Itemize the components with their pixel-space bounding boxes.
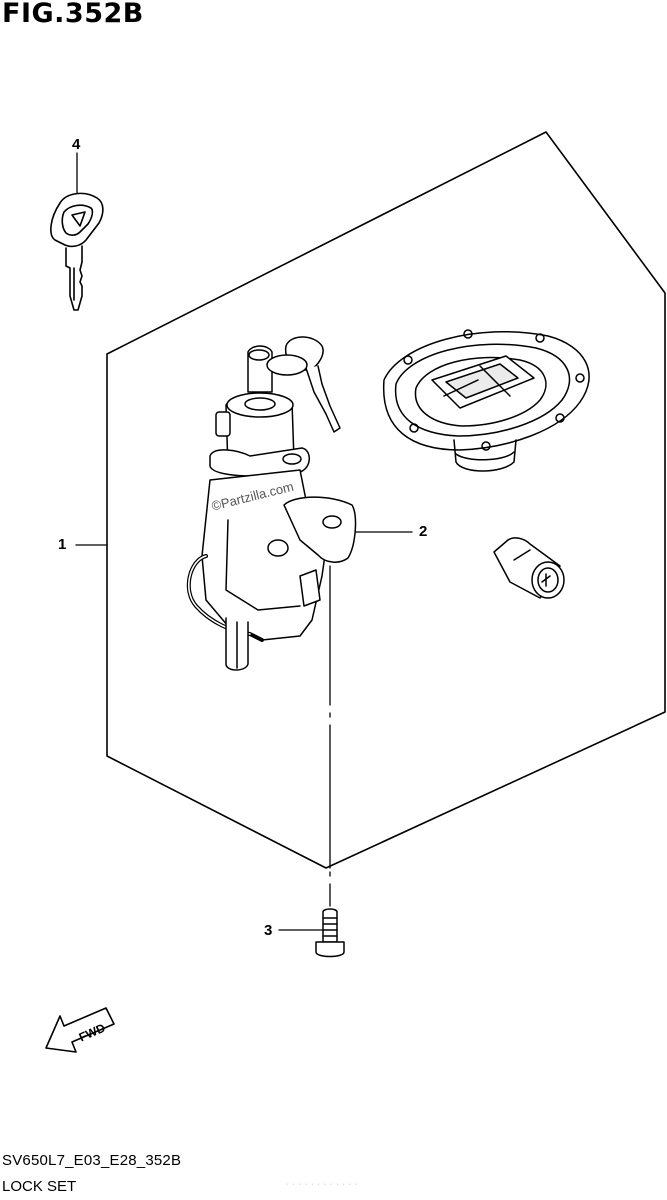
forward-direction-arrow: FWD — [45, 1007, 115, 1053]
callout-4: 4 — [72, 136, 81, 153]
footnote: · · · · · · · · · · · · — [286, 1181, 359, 1188]
fuel-cap-lock — [382, 329, 590, 472]
callout-2: 2 — [419, 523, 428, 540]
ignition-switch-part-2 — [186, 336, 357, 671]
figure-code: SV650L7_E03_E28_352B — [2, 1152, 182, 1169]
key-part-4 — [50, 192, 104, 311]
seat-lock-cylinder — [493, 537, 565, 599]
assembly-outline — [106, 131, 666, 869]
bolt-part-3 — [315, 908, 345, 958]
callout-1: 1 — [58, 536, 67, 553]
figure-name: LOCK SET — [2, 1178, 77, 1195]
figure-title: FIG.352B — [2, 0, 144, 29]
callout-3: 3 — [264, 922, 273, 939]
